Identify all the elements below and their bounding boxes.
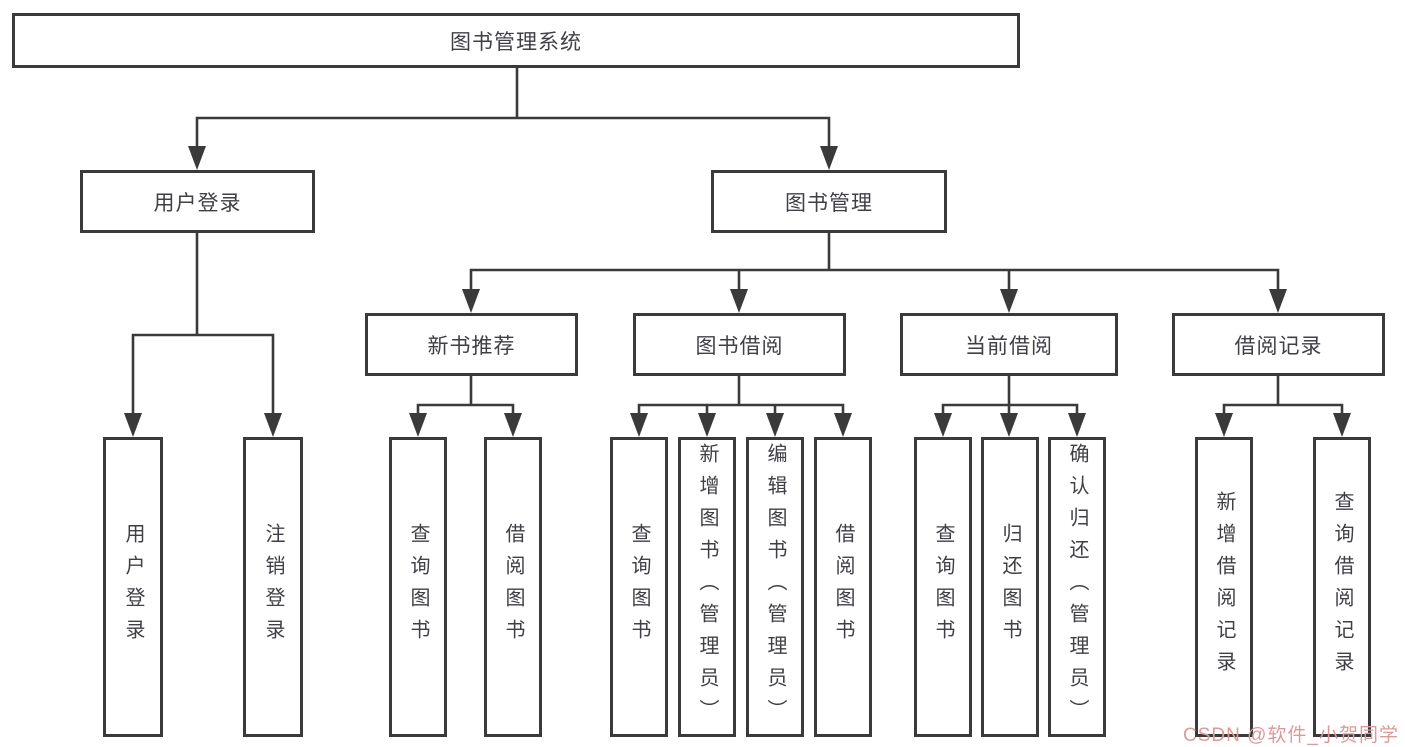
- node-current-borrow: 当前借阅: [900, 313, 1118, 376]
- arrow-down-icon: [630, 413, 648, 437]
- arrow-down-icon: [934, 413, 952, 437]
- leaf-user-login: 用户登录: [103, 437, 163, 737]
- node-label: 用户登录: [122, 523, 144, 651]
- connector-userlogin-to-children: [131, 231, 275, 417]
- arrow-down-icon: [1068, 413, 1086, 437]
- node-user-login: 用户登录: [80, 170, 315, 233]
- leaf-borrow-edit-books-admin: 编辑图书（管理员）: [746, 437, 804, 737]
- node-label: 查询图书: [932, 523, 954, 651]
- node-label: 注销登录: [262, 523, 284, 651]
- leaf-borrow-borrow-books: 借阅图书: [814, 437, 872, 737]
- arrow-down-icon: [730, 289, 748, 313]
- arrow-down-icon: [820, 146, 838, 170]
- leaf-borrow-query-books: 查询图书: [610, 437, 668, 737]
- arrow-down-icon: [834, 413, 852, 437]
- node-label: 用户登录: [153, 191, 242, 215]
- leaf-current-return-books: 归还图书: [981, 437, 1039, 737]
- node-new-book-recommend: 新书推荐: [365, 313, 578, 376]
- connector-root-to-level2: [195, 66, 831, 150]
- arrow-down-icon: [409, 413, 427, 437]
- leaf-newbook-borrow-books: 借阅图书: [484, 437, 542, 737]
- node-label: 图书管理: [785, 191, 873, 215]
- arrow-down-icon: [124, 413, 142, 437]
- leaf-record-add-borrow-record: 新增借阅记录: [1195, 437, 1253, 737]
- connector-bookmgmt-to-level3: [469, 231, 1280, 293]
- node-label: 查询图书: [628, 523, 650, 651]
- node-borrow-record: 借阅记录: [1172, 313, 1385, 376]
- arrowheads: [124, 146, 1351, 437]
- connector-borrowrecord-to-children: [1222, 374, 1344, 417]
- node-label: 图书借阅: [695, 334, 784, 358]
- connector-currentborrow-to-children: [941, 374, 1079, 417]
- node-label: 查询借阅记录: [1331, 491, 1353, 683]
- node-label: 归还图书: [999, 523, 1021, 651]
- arrow-down-icon: [1000, 289, 1018, 313]
- arrow-down-icon: [264, 413, 282, 437]
- arrow-down-icon: [188, 146, 206, 170]
- arrow-down-icon: [504, 413, 522, 437]
- node-label: 借阅图书: [832, 523, 854, 651]
- arrow-down-icon: [1333, 413, 1351, 437]
- node-label: 当前借阅: [965, 334, 1053, 358]
- arrow-down-icon: [766, 413, 784, 437]
- leaf-current-confirm-return-admin: 确认归还（管理员）: [1048, 437, 1106, 737]
- arrow-down-icon: [1269, 289, 1287, 313]
- connector-newbook-to-children: [416, 374, 515, 417]
- csdn-watermark: CSDN @软件_小贺同学: [1183, 725, 1399, 746]
- node-root-library-system: 图书管理系统: [12, 13, 1020, 68]
- arrow-down-icon: [698, 413, 716, 437]
- arrow-down-icon: [1000, 413, 1018, 437]
- node-label: 借阅图书: [502, 523, 524, 651]
- node-label: 借阅记录: [1234, 334, 1323, 358]
- arrow-down-icon: [1215, 413, 1233, 437]
- connector-borrowmgmt-to-children: [637, 374, 845, 417]
- node-label: 图书管理系统: [450, 30, 582, 54]
- node-label: 查询图书: [407, 523, 429, 651]
- leaf-borrow-add-books-admin: 新增图书（管理员）: [678, 437, 736, 737]
- node-book-management: 图书管理: [711, 170, 947, 233]
- leaf-record-query-borrow-record: 查询借阅记录: [1313, 437, 1371, 737]
- node-label: 新增借阅记录: [1213, 491, 1235, 683]
- node-book-borrow: 图书借阅: [633, 313, 846, 376]
- leaf-current-query-books: 查询图书: [914, 437, 972, 737]
- arrow-down-icon: [462, 289, 480, 313]
- leaf-newbook-query-books: 查询图书: [389, 437, 447, 737]
- node-label: 新书推荐: [427, 334, 516, 358]
- leaf-logout: 注销登录: [243, 437, 303, 737]
- node-label: 新增图书（管理员）: [696, 443, 718, 731]
- node-label: 确认归还（管理员）: [1066, 443, 1088, 731]
- node-label: 编辑图书（管理员）: [764, 443, 786, 731]
